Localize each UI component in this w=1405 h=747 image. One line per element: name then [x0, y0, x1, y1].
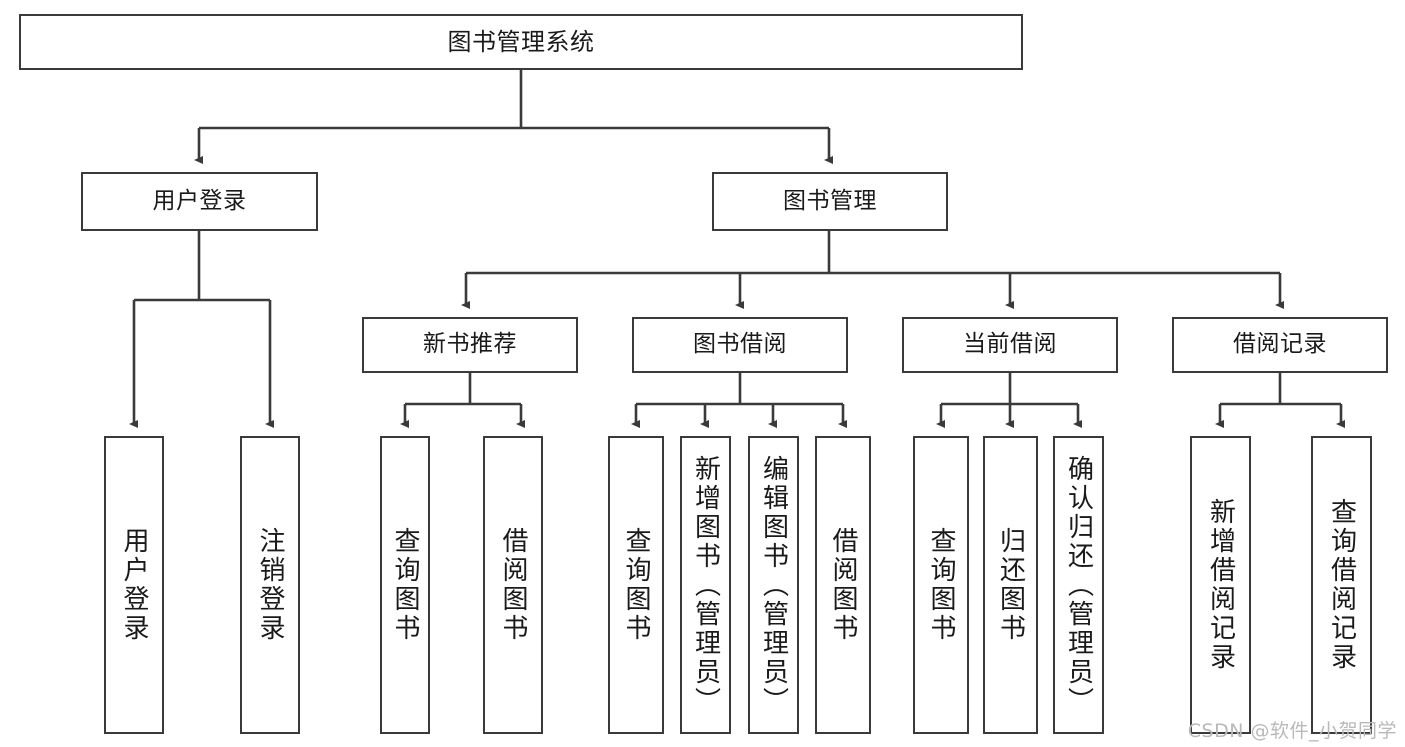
node-leaf-query-book-3[interactable]: 查询图书	[913, 436, 969, 734]
node-leaf-borrow-book-1-label: 借阅图书	[498, 527, 528, 643]
node-book-management[interactable]: 图书管理	[712, 172, 948, 231]
node-user-login-label: 用户登录	[152, 187, 247, 214]
node-new-book-recommend[interactable]: 新书推荐	[362, 317, 578, 373]
node-book-borrow[interactable]: 图书借阅	[632, 317, 848, 373]
node-leaf-edit-book[interactable]: 编辑图书（管理员）	[748, 436, 799, 734]
node-leaf-borrow-book-2[interactable]: 借阅图书	[815, 436, 871, 734]
node-leaf-add-book[interactable]: 新增图书（管理员）	[680, 436, 731, 734]
node-leaf-add-record-label: 新增借阅记录	[1205, 498, 1236, 672]
node-current-borrow-label: 当前借阅	[963, 331, 1057, 358]
node-leaf-confirm-return-label: 确认归还（管理员）	[1063, 454, 1094, 716]
node-leaf-logout[interactable]: 注销登录	[240, 436, 300, 734]
node-leaf-borrow-book-1[interactable]: 借阅图书	[483, 436, 543, 734]
node-leaf-query-book-3-label: 查询图书	[926, 527, 956, 643]
watermark: CSDN @软件_小贺同学	[1187, 720, 1397, 742]
node-user-login[interactable]: 用户登录	[81, 172, 318, 231]
node-leaf-add-record[interactable]: 新增借阅记录	[1190, 436, 1251, 734]
node-root-label: 图书管理系统	[447, 27, 595, 56]
node-book-borrow-label: 图书借阅	[693, 331, 787, 358]
node-leaf-query-record[interactable]: 查询借阅记录	[1311, 436, 1372, 734]
node-leaf-query-book-2-label: 查询图书	[621, 527, 651, 643]
node-leaf-user-login-label: 用户登录	[119, 527, 149, 643]
node-leaf-query-book-1-label: 查询图书	[390, 527, 420, 643]
node-borrow-record-label: 借阅记录	[1233, 331, 1327, 358]
node-new-book-recommend-label: 新书推荐	[423, 331, 517, 358]
node-leaf-confirm-return[interactable]: 确认归还（管理员）	[1053, 436, 1104, 734]
node-leaf-query-book-1[interactable]: 查询图书	[380, 436, 430, 734]
node-leaf-borrow-book-2-label: 借阅图书	[828, 527, 858, 643]
node-book-management-label: 图书管理	[783, 187, 877, 214]
node-current-borrow[interactable]: 当前借阅	[902, 317, 1118, 373]
node-leaf-return-book-label: 归还图书	[995, 527, 1026, 643]
node-leaf-add-book-label: 新增图书（管理员）	[690, 454, 721, 716]
node-leaf-user-login[interactable]: 用户登录	[104, 436, 164, 734]
node-borrow-record[interactable]: 借阅记录	[1172, 317, 1388, 373]
node-leaf-query-book-2[interactable]: 查询图书	[608, 436, 664, 734]
node-leaf-query-record-label: 查询借阅记录	[1326, 498, 1357, 672]
node-leaf-return-book[interactable]: 归还图书	[983, 436, 1038, 734]
node-leaf-logout-label: 注销登录	[255, 527, 285, 643]
node-root[interactable]: 图书管理系统	[19, 14, 1023, 70]
node-leaf-edit-book-label: 编辑图书（管理员）	[758, 454, 789, 716]
